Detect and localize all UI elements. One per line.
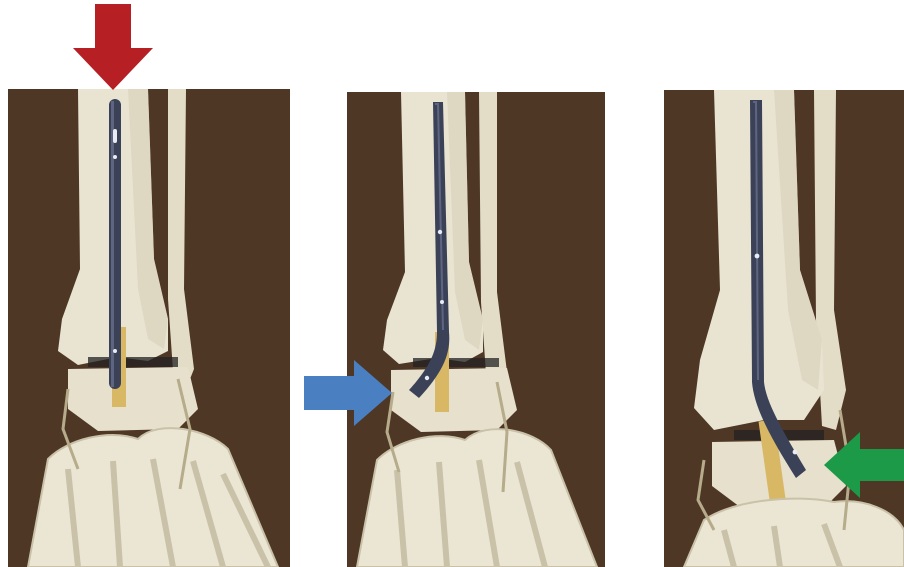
green-left-arrow-icon [824, 432, 904, 498]
skeleton-photo-2 [347, 92, 605, 567]
talus-bone [391, 368, 517, 432]
arrow-shape [824, 432, 904, 498]
talus-bone [68, 367, 198, 431]
photo-panel-straight-nail [8, 89, 290, 567]
red-down-arrow-icon [73, 4, 153, 90]
ankle-joint-band [88, 357, 178, 367]
intramedullary-nail [109, 99, 121, 389]
arrow-shape [304, 360, 392, 426]
skeleton-photo-1 [8, 89, 290, 567]
blue-right-arrow-icon [304, 360, 392, 426]
ankle-joint-band [413, 358, 499, 367]
arrow-shape [73, 4, 153, 90]
photo-panel-bent-nail [347, 92, 605, 567]
